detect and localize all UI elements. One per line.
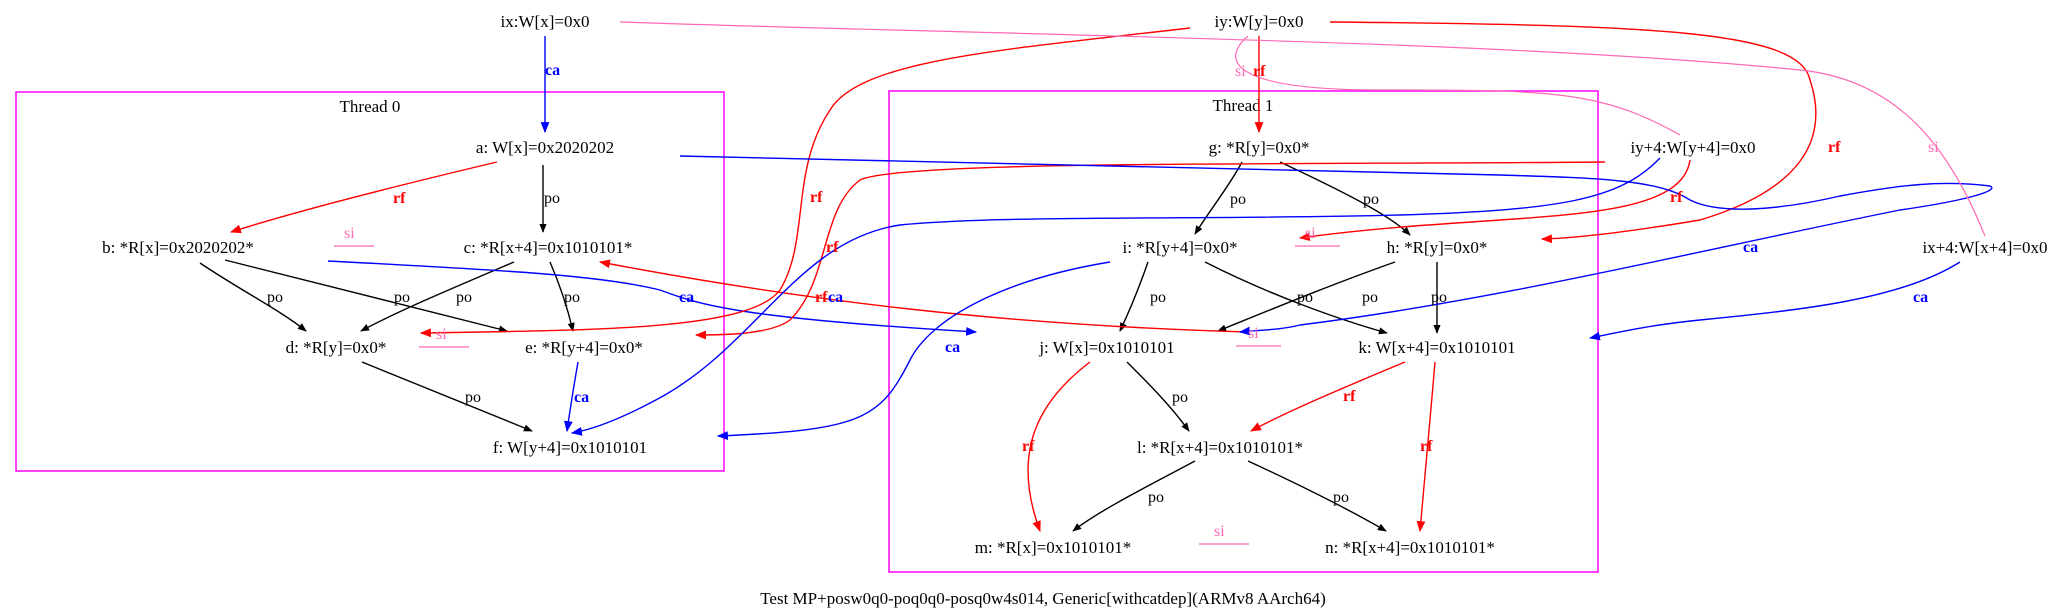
- label-si-ix4: si: [1928, 139, 1939, 156]
- label-po-b-e: po: [394, 289, 410, 306]
- label-po-b-d: po: [267, 289, 283, 306]
- label-si-l: si: [1214, 523, 1225, 540]
- edge-ca-iy4-f: [570, 157, 1661, 436]
- label-rf-cross: rf: [815, 289, 828, 306]
- edge-rf-k-c: [598, 259, 1249, 333]
- edge-po-b-d: [199, 262, 307, 332]
- label-ca-a-iy4: ca: [1743, 239, 1758, 256]
- thread1-cluster-label: Thread 1: [1213, 96, 1274, 115]
- label-po-c-d: po: [456, 289, 472, 306]
- label-si-d: si: [436, 326, 447, 343]
- label-po-j-l: po: [1172, 389, 1188, 406]
- node-g: g: *R[y]=0x0*: [1209, 138, 1310, 157]
- edge-si-iy-iy4: [1235, 35, 1681, 136]
- node-f: f: W[y+4]=0x1010101: [493, 438, 647, 457]
- nodes: ix:W[x]=0x0 iy:W[y]=0x0 iy+4:W[y+4]=0x0 …: [102, 12, 2047, 557]
- label-po-d-f: po: [465, 389, 481, 406]
- edge-rf-j-m: [1027, 361, 1091, 533]
- label-rf-k-n: rf: [1420, 438, 1433, 455]
- label-po-g-h: po: [1363, 191, 1379, 208]
- edge-rf-a-b: [229, 161, 498, 234]
- label-ca-ix4-k: ca: [1913, 289, 1928, 306]
- label-po-i-k: po: [1297, 289, 1313, 306]
- node-d: d: *R[y]=0x0*: [286, 338, 387, 357]
- node-m: m: *R[x]=0x1010101*: [975, 538, 1131, 557]
- label-po-i-j: po: [1150, 289, 1166, 306]
- node-e: e: *R[y+4]=0x0*: [525, 338, 643, 357]
- edge-ca-i-f: [716, 261, 1111, 440]
- label-rf-iy-g: rf: [1253, 63, 1266, 80]
- label-po-g-i: po: [1230, 191, 1246, 208]
- edge-po-h-si-target: [1217, 261, 1396, 332]
- edge-rf-k-l: [1250, 361, 1406, 432]
- label-rf-iy-d: rf: [810, 189, 823, 206]
- edge-rf-iy4-h-si: [1298, 159, 1691, 241]
- label-rf-iy4-e: rf: [826, 239, 839, 256]
- edge-po-c-e: [549, 261, 575, 332]
- edge-po-j-l: [1126, 361, 1190, 432]
- node-b: b: *R[x]=0x2020202*: [102, 238, 254, 257]
- label-rf-iy-h: rf: [1828, 139, 1841, 156]
- node-i: i: *R[y+4]=0x0*: [1122, 238, 1237, 257]
- label-si-h: si: [1305, 225, 1316, 242]
- label-ca-iy4-f: ca: [828, 289, 843, 306]
- label-ca-i-f: ca: [945, 339, 960, 356]
- edge-rf-iy4-e: [694, 161, 1606, 340]
- label-rf-j-m: rf: [1022, 438, 1035, 455]
- node-c: c: *R[x+4]=0x1010101*: [464, 238, 633, 257]
- label-rf-k-l: rf: [1343, 388, 1356, 405]
- node-ix4: ix+4:W[x+4]=0x0: [1922, 238, 2047, 257]
- label-si-iy: si: [1235, 63, 1246, 80]
- label-po-l-m: po: [1148, 489, 1164, 506]
- edge-po-d-f: [361, 361, 533, 432]
- edge-ca-b-j: [327, 260, 978, 336]
- edges: [199, 21, 1993, 545]
- edge-po-l-m: [1072, 460, 1196, 532]
- edge-rf-k-n: [1416, 361, 1436, 533]
- label-po-c-e: po: [564, 289, 580, 306]
- node-n: n: *R[x+4]=0x1010101*: [1325, 538, 1495, 557]
- edge-ca-e-f: [564, 361, 579, 433]
- node-iy4: iy+4:W[y+4]=0x0: [1630, 138, 1755, 157]
- label-rf-iy4-h: rf: [1670, 189, 1683, 206]
- label-ca-ix-a: ca: [545, 62, 560, 79]
- edge-rf-iy-d: [419, 27, 1191, 338]
- node-a: a: W[x]=0x2020202: [476, 138, 614, 157]
- label-po-h-k: po: [1431, 289, 1447, 306]
- label-ca-e-f: ca: [574, 389, 589, 406]
- node-l: l: *R[x+4]=0x1010101*: [1137, 438, 1303, 457]
- label-po-a-c: po: [544, 190, 560, 207]
- node-iy: iy:W[y]=0x0: [1215, 12, 1304, 31]
- node-ix: ix:W[x]=0x0: [501, 12, 590, 31]
- node-k: k: W[x+4]=0x1010101: [1358, 338, 1515, 357]
- label-rf-a-b: rf: [393, 190, 406, 207]
- edge-po-l-n: [1247, 460, 1387, 532]
- thread0-cluster-label: Thread 0: [340, 97, 401, 116]
- edge-rf-iy-h: [1329, 21, 1817, 244]
- edge-po-i-k: [1204, 261, 1388, 335]
- edge-ca-a-iy4: [679, 155, 1993, 336]
- node-j: j: W[x]=0x1010101: [1038, 338, 1174, 357]
- label-si-j: si: [1248, 325, 1259, 342]
- edge-labels: ca po rf si po po po po ca si po ca rf r…: [267, 62, 1939, 540]
- label-ca-b-j: ca: [679, 289, 694, 306]
- edge-po-b-e: [224, 259, 508, 333]
- label-po-h-j: po: [1362, 289, 1378, 306]
- graph-caption: Test MP+posw0q0-poq0q0-posq0w4s014, Gene…: [760, 589, 1326, 608]
- edge-po-c-d: [360, 261, 515, 332]
- label-si-t0: si: [344, 225, 355, 242]
- node-h: h: *R[y]=0x0*: [1387, 238, 1488, 257]
- edge-ca-ix4-k: [1588, 261, 1961, 341]
- edge-po-i-j: [1119, 261, 1149, 332]
- label-po-l-n: po: [1333, 489, 1349, 506]
- thread1-cluster: [888, 90, 1599, 573]
- edge-si-ix-ix4: [619, 21, 1986, 237]
- thread0-cluster: [15, 91, 725, 472]
